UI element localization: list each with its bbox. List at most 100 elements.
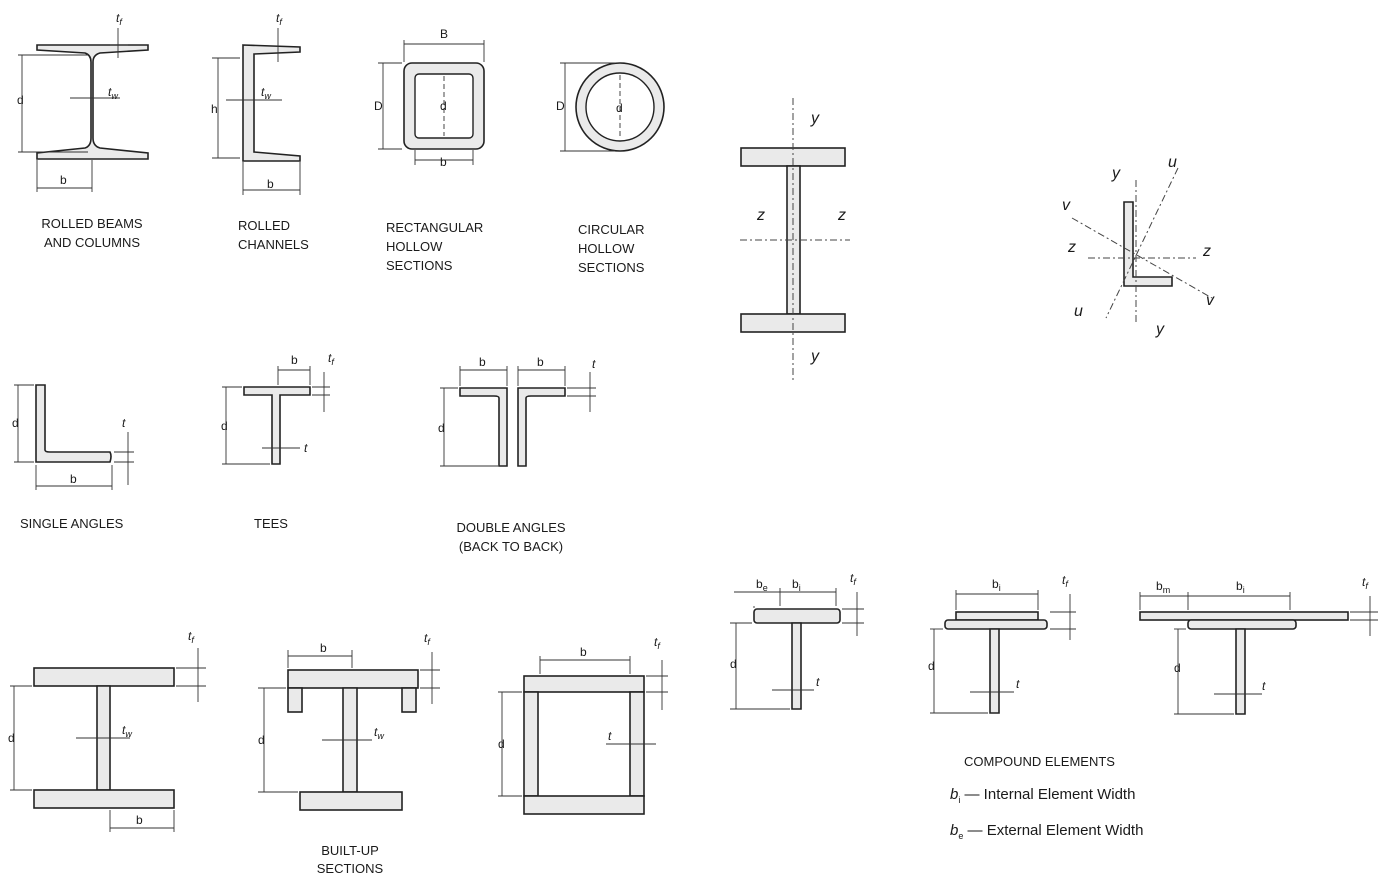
caption-circ-hollow-line3: SECTIONS xyxy=(578,260,645,275)
angle-t-label: t xyxy=(122,416,126,430)
legend-be-symbol: b xyxy=(950,822,959,839)
dbl-angle-b2-label: b xyxy=(537,355,544,369)
angle-axis-y-bottom: y xyxy=(1155,321,1165,338)
ce2-tf-label: tf xyxy=(1062,573,1069,589)
legend-be-sub: e xyxy=(958,831,964,841)
caption-double-angles: DOUBLE ANGLES (BACK TO BACK) xyxy=(436,518,586,556)
builtup-i-d-label: d xyxy=(8,731,15,745)
caption-built-up-line1: BUILT-UP xyxy=(321,843,379,858)
tee-b-label: b xyxy=(291,353,298,367)
i-axis-z-right: z xyxy=(837,207,846,224)
caption-circ-hollow: CIRCULAR HOLLOW SECTIONS xyxy=(578,220,644,277)
caption-double-angles-line2: (BACK TO BACK) xyxy=(458,539,564,554)
single-angle-diagram: d b t xyxy=(12,384,134,490)
built-up-i-diagram: d b tw tf xyxy=(8,629,206,832)
angle-b-label: b xyxy=(70,472,77,486)
caption-rolled-channels-line2: CHANNELS xyxy=(238,237,309,252)
channel-tw-label: tw xyxy=(261,85,271,101)
builtup-ang-d-label: d xyxy=(258,733,265,747)
rolled-channel-diagram: h b tw tf xyxy=(211,11,301,195)
legend-internal-width: bi — Internal Element Width xyxy=(950,786,1135,805)
caption-single-angles-text: SINGLE ANGLES xyxy=(20,516,124,531)
tee-t-label: t xyxy=(304,441,308,455)
box-d-label: d xyxy=(498,737,505,751)
caption-rolled-channels-line1: ROLLED xyxy=(238,218,291,233)
beam-width-label: b xyxy=(60,173,67,187)
angle-axis-v-bottom: v xyxy=(1206,292,1215,309)
double-angle-diagram: b b d t xyxy=(438,355,596,467)
caption-compound-text: COMPOUND ELEMENTS xyxy=(964,754,1115,769)
caption-compound: COMPOUND ELEMENTS xyxy=(964,752,1115,771)
legend-bi-sub: i xyxy=(958,795,961,805)
beam-tf-label: tf xyxy=(116,11,123,27)
channel-b-label: b xyxy=(267,177,274,191)
builtup-ang-tf-label: tf xyxy=(424,631,431,647)
angle-axis-y-top: y xyxy=(1111,165,1121,182)
dbl-angle-d-label: d xyxy=(438,421,445,435)
ce3-bi-label: bi xyxy=(1236,579,1245,595)
builtup-i-tw-label: tw xyxy=(122,723,132,739)
ce2-t-label: t xyxy=(1016,677,1020,691)
circ-hollow-diagram: D d xyxy=(556,62,665,152)
caption-rect-hollow: RECTANGULAR HOLLOW SECTIONS xyxy=(386,218,483,275)
legend-bi-symbol: b xyxy=(950,786,959,803)
built-up-box-diagram: b d t tf xyxy=(498,635,668,815)
ce1-t-label: t xyxy=(816,675,820,689)
angle-axis-v-top: v xyxy=(1062,197,1071,214)
angle-axis-u-top: u xyxy=(1168,154,1177,171)
ce2-d-label: d xyxy=(928,659,935,673)
caption-tees: TEES xyxy=(254,514,288,533)
ce2-bi-label: bi xyxy=(992,577,1001,593)
caption-circ-hollow-line2: HOLLOW xyxy=(578,241,635,256)
caption-rolled-beams: ROLLED BEAMS AND COLUMNS xyxy=(26,214,158,252)
caption-rect-hollow-line1: RECTANGULAR xyxy=(386,220,484,235)
caption-single-angles: SINGLE ANGLES xyxy=(20,514,123,533)
dbl-angle-b1-label: b xyxy=(479,355,486,369)
ce1-d-label: d xyxy=(730,657,737,671)
beam-depth-label: d xyxy=(17,93,24,107)
builtup-i-b-label: b xyxy=(136,813,143,827)
rhs-b-label: b xyxy=(440,155,447,169)
caption-built-up-line2: SECTIONS xyxy=(316,861,384,876)
legend-be-text: — External Element Width xyxy=(967,822,1144,839)
rhs-d-label: d xyxy=(440,99,447,113)
angle-axis-z-left: z xyxy=(1067,239,1076,256)
ce1-be-label: be xyxy=(756,577,768,593)
ce1-bi-label: bi xyxy=(792,577,801,593)
caption-circ-hollow-line1: CIRCULAR xyxy=(578,222,645,237)
beam-tw-label: tw xyxy=(108,85,118,101)
channel-h-label: h xyxy=(211,102,218,116)
rhs-B-label: B xyxy=(440,27,448,41)
i-section-axes-diagram: y y z z xyxy=(740,98,850,380)
compound-element-3-diagram: bm bi d t tf xyxy=(1139,575,1378,715)
caption-double-angles-line1: DOUBLE ANGLES xyxy=(456,520,566,535)
rect-hollow-diagram: B D d b xyxy=(374,27,485,169)
builtup-i-tf-label: tf xyxy=(188,629,195,645)
i-axis-z-left: z xyxy=(756,207,765,224)
tee-tf-label: tf xyxy=(328,351,335,367)
legend-bi-text: — Internal Element Width xyxy=(964,786,1136,803)
chs-d-label: d xyxy=(616,101,623,115)
box-tf-label: tf xyxy=(654,635,661,651)
ce3-tf-label: tf xyxy=(1362,575,1369,591)
caption-rect-hollow-line3: SECTIONS xyxy=(386,258,453,273)
caption-rolled-channels: ROLLED CHANNELS xyxy=(238,216,309,254)
caption-built-up: BUILT-UP SECTIONS xyxy=(300,842,400,878)
rhs-D-label: D xyxy=(374,99,383,113)
channel-tf-label: tf xyxy=(276,11,283,27)
i-axis-y-bottom: y xyxy=(810,348,820,365)
caption-rolled-beams-line2: AND COLUMNS xyxy=(43,235,141,250)
i-axis-y-top: y xyxy=(810,110,820,127)
dbl-angle-t-label: t xyxy=(592,357,596,371)
compound-element-2-diagram: bi d t tf xyxy=(928,573,1076,714)
angle-axes-diagram: y y u u v v z z xyxy=(1062,154,1215,338)
angle-axis-u-bottom: u xyxy=(1074,303,1083,320)
ce3-d-label: d xyxy=(1174,661,1181,675)
caption-tees-text: TEES xyxy=(254,516,288,531)
builtup-ang-tw-label: tw xyxy=(374,725,384,741)
angle-d-label: d xyxy=(12,416,19,430)
ce3-t-label: t xyxy=(1262,679,1266,693)
box-b-label: b xyxy=(580,645,587,659)
caption-rect-hollow-line2: HOLLOW xyxy=(386,239,443,254)
